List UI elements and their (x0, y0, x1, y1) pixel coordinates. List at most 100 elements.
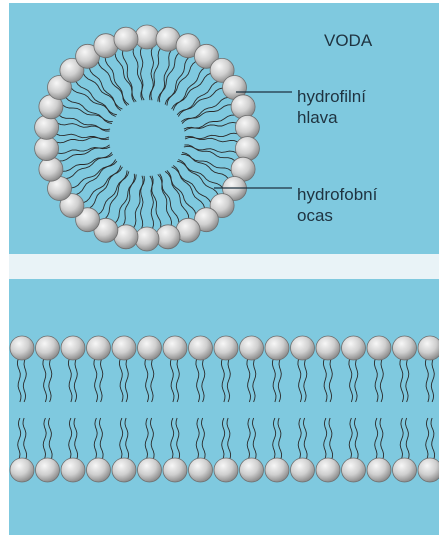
hydrophobic-tail (160, 50, 172, 102)
hydrophobic-tail (74, 418, 78, 460)
hydrophobic-tail (89, 166, 121, 209)
hydrophobic-tail (167, 57, 189, 105)
hydrophilic-head (10, 458, 34, 482)
hydrophobic-tail (59, 145, 110, 161)
hydrophobic-tail (165, 171, 196, 214)
hydrophobic-tail (18, 418, 21, 460)
water-label: VODA (324, 30, 372, 51)
hydrophobic-tail (278, 418, 282, 460)
micelle-lipid (35, 137, 111, 161)
bilayer-lipid-top (291, 336, 315, 402)
hydrophobic-tail (158, 174, 179, 223)
bilayer-lipid-bottom (138, 418, 162, 482)
hydrophilic-head (61, 336, 85, 360)
bilayer-lipid-top (214, 336, 238, 402)
bilayer-lipid-top (138, 336, 162, 402)
hydrophilic-head (214, 458, 238, 482)
hydrophobic-tail (125, 358, 128, 402)
hydrophobic-tail (247, 418, 250, 460)
hydrophobic-tail (355, 418, 359, 460)
hydrophilic-head (39, 157, 63, 181)
hydrophobic-tail (323, 358, 327, 402)
hydrophilic-head (418, 458, 439, 482)
bilayer-lipid-top (10, 336, 34, 402)
hydrophilic-head (163, 336, 187, 360)
bilayer-lipid-top (36, 336, 60, 402)
bilayer-lipid-bottom (342, 418, 366, 482)
hydrophilic-head (112, 458, 136, 482)
micelle-lipid (135, 25, 159, 100)
hydrophobic-tail (141, 176, 144, 229)
hydrophilic-head (235, 115, 259, 139)
hydrophilic-head (393, 336, 417, 360)
hydrophilic-head (342, 336, 366, 360)
hydrophilic-head (112, 336, 136, 360)
hydrophobic-tail (406, 418, 410, 460)
hydrophobic-tail-label-line1: hydrofobní (297, 184, 377, 205)
bilayer-lipid-top (163, 336, 187, 402)
hydrophobic-tail (49, 418, 53, 460)
hydrophobic-tail (43, 418, 46, 460)
hydrophilic-head (156, 225, 180, 249)
hydrophobic-tail (426, 418, 429, 460)
hydrophilic-head (265, 458, 289, 482)
hydrophilic-head (135, 227, 159, 251)
hydrophilic-head (240, 336, 264, 360)
bilayer-lipid-bottom (163, 418, 187, 482)
bilayer-lipid-bottom (10, 418, 34, 482)
hydrophilic-head (135, 25, 159, 49)
hydrophobic-tail (66, 153, 112, 179)
bilayer-lipid-bottom (393, 418, 417, 482)
bilayer-lipid-bottom (418, 418, 439, 482)
hydrophilic-head (265, 336, 289, 360)
hydrophobic-tail (100, 418, 104, 460)
hydrophobic-tail (151, 418, 155, 460)
hydrophobic-tail (304, 418, 308, 460)
hydrophobic-tail (374, 358, 378, 402)
hydrophilic-head (36, 458, 60, 482)
hydrophilic-head (240, 458, 264, 482)
hydrophobic-tail (400, 418, 403, 460)
hydrophobic-tail-label-line2: ocas (297, 205, 377, 226)
hydrophobic-tail (94, 418, 97, 460)
bilayer-lipid-top (240, 336, 264, 402)
hydrophobic-tail (380, 418, 384, 460)
hydrophobic-tail (133, 48, 144, 100)
hydrophilic-head-label: hydrofilní hlava (297, 86, 366, 128)
hydrophobic-tail (349, 418, 352, 460)
hydrophobic-tail (196, 358, 200, 402)
hydrophobic-tail (278, 358, 281, 402)
hydrophobic-tail (68, 358, 72, 402)
hydrophilic-head (214, 336, 238, 360)
hydrophobic-tail (125, 418, 129, 460)
hydrophobic-tail-label: hydrofobní ocas (297, 184, 377, 226)
hydrophobic-tail (115, 53, 136, 102)
hydrophobic-tail (380, 358, 383, 402)
hydrophilic-head (189, 458, 213, 482)
hydrophobic-tail (349, 358, 353, 402)
hydrophobic-tail (173, 68, 205, 111)
hydrophilic-head (87, 458, 111, 482)
hydrophobic-tail (49, 358, 52, 402)
hydrophobic-tail (202, 418, 206, 460)
hydrophilic-head (291, 336, 315, 360)
hydrophobic-tail (23, 418, 27, 460)
hydrophobic-tail (23, 358, 26, 402)
hydrophilic-head (291, 458, 315, 482)
hydrophobic-tail (43, 358, 47, 402)
hydrophobic-tail (69, 418, 72, 460)
hydrophilic-head (393, 458, 417, 482)
hydrophobic-tail (94, 358, 98, 402)
bilayer-lipid-bottom (291, 418, 315, 482)
hydrophilic-head (87, 336, 111, 360)
hydrophobic-tail (247, 358, 251, 402)
hydrophobic-tail (227, 418, 231, 460)
bilayer-lipid-bottom (265, 418, 289, 482)
micelle (35, 25, 260, 251)
bilayer-lipid-bottom (316, 418, 340, 482)
bilayer-lipid-bottom (87, 418, 111, 482)
hydrophobic-tail (74, 358, 77, 402)
hydrophobic-tail (273, 418, 276, 460)
